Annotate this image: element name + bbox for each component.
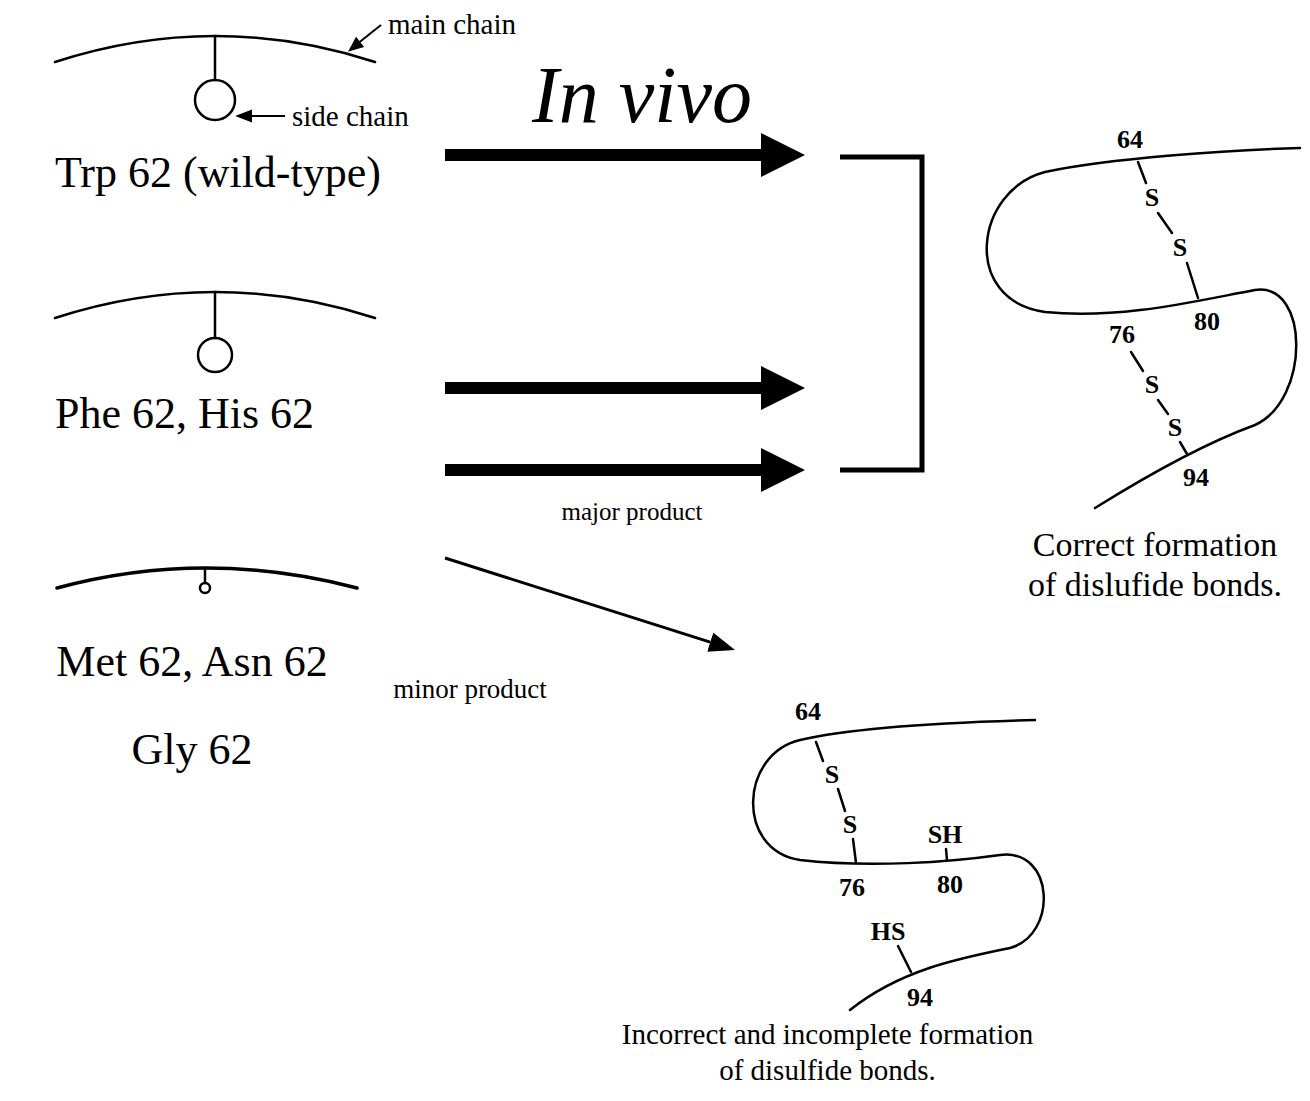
edge-label: minor product <box>393 674 547 705</box>
label-holder: SH <box>928 822 963 848</box>
peptide-chain <box>753 720 1044 1010</box>
bond-line <box>898 946 911 972</box>
text-block: Correct formation of dislufide bonds. <box>1021 525 1289 605</box>
bond-line <box>1138 162 1146 183</box>
label-holder: 94 <box>907 985 933 1011</box>
label-holder: 64 <box>1117 127 1143 153</box>
residue-number: 94 <box>907 985 933 1011</box>
disulfide-structure: Correct formation of dislufide bonds. <box>805 120 1305 610</box>
correct-structure <box>987 148 1300 508</box>
thiol-group: SH <box>928 822 963 848</box>
reaction-arrow <box>445 149 761 161</box>
label-holder: S <box>1145 372 1159 398</box>
sulfur-atom: S <box>1173 235 1187 261</box>
label-holder: main chain <box>388 10 516 39</box>
leader-line <box>359 25 381 43</box>
label-holder: S <box>1145 185 1159 211</box>
label-holder: HS <box>871 919 906 945</box>
label-holder: 76 <box>839 875 865 901</box>
arrow-head <box>238 111 251 121</box>
label-holder: S <box>825 762 839 788</box>
leader-line <box>250 115 285 117</box>
bond-line <box>1158 400 1168 414</box>
residue-number: 64 <box>795 699 821 725</box>
side-chain <box>195 80 235 120</box>
node-label: Met 62, Asn 62 Gly 62 <box>42 618 342 794</box>
node-label: Trp 62 (wild-type) <box>55 146 440 199</box>
side-chain-stem <box>214 36 217 80</box>
label-holder: 94 <box>1183 465 1209 491</box>
bond-line <box>1187 263 1198 298</box>
label-holder: S <box>843 812 857 838</box>
label-holder: 76 <box>1109 322 1135 348</box>
label-holder: 80 <box>1194 309 1220 335</box>
text-block: Phe 62, His 62 <box>55 387 440 440</box>
condition-label: In vivo <box>532 55 752 135</box>
side-chain <box>198 338 232 372</box>
residue-number: 80 <box>1194 309 1220 335</box>
side-chain-stem <box>214 292 217 338</box>
node-label: Correct formation of dislufide bonds. <box>1021 525 1289 605</box>
residue-number: 64 <box>1117 127 1143 153</box>
side-chain-stem <box>204 568 207 583</box>
thiol-group: HS <box>871 919 906 945</box>
node-label: Incorrect and incomplete formation of di… <box>615 1016 1040 1088</box>
residue-sketch: Phe 62, His 62 <box>30 280 445 445</box>
bond-line <box>1180 442 1187 454</box>
main-chain <box>57 568 357 588</box>
bond-line <box>816 742 823 761</box>
side-chain <box>200 583 210 593</box>
edge-label-holder: minor product <box>393 674 547 705</box>
label-holder: 64 <box>795 699 821 725</box>
sulfur-atom: S <box>825 762 839 788</box>
residue-number: 80 <box>937 872 963 898</box>
bracket <box>840 157 922 470</box>
bond-line <box>1158 213 1172 233</box>
reaction-arrow <box>445 464 761 476</box>
text-block: Met 62, Asn 62 Gly 62 <box>42 618 342 794</box>
bond-line <box>838 789 845 811</box>
reaction-arrow <box>445 382 761 394</box>
peptide-chain <box>987 148 1300 508</box>
label-holder: side chain <box>292 102 409 131</box>
bond-line <box>853 839 856 863</box>
label-holder: 80 <box>937 872 963 898</box>
residue-number: 94 <box>1183 465 1209 491</box>
callout-label: main chain <box>388 10 516 39</box>
incorrect-structure <box>753 720 1044 1010</box>
callout-label: side chain <box>292 102 409 131</box>
bond-line <box>1131 352 1143 371</box>
residue-number: 76 <box>839 875 865 901</box>
edge-label-holder: major product <box>562 498 703 527</box>
residue-number: 76 <box>1109 322 1135 348</box>
sulfur-atom: S <box>843 812 857 838</box>
label-holder: S <box>1173 235 1187 261</box>
arrow-head <box>350 39 362 50</box>
sulfur-atom: S <box>1168 415 1182 441</box>
reaction-arrow <box>445 558 710 642</box>
text-block: Incorrect and incomplete formation of di… <box>615 1016 1040 1088</box>
label-holder: S <box>1168 415 1182 441</box>
label-holder: In vivo <box>532 55 752 135</box>
edge-label: major product <box>562 498 703 527</box>
bond-line <box>946 849 947 860</box>
sulfur-atom: S <box>1145 185 1159 211</box>
node-label: Phe 62, His 62 <box>55 387 440 440</box>
sulfur-atom: S <box>1145 372 1159 398</box>
residue-sketch: Met 62, Asn 62 Gly 62 <box>30 455 445 800</box>
text-block: Trp 62 (wild-type) <box>55 146 440 199</box>
